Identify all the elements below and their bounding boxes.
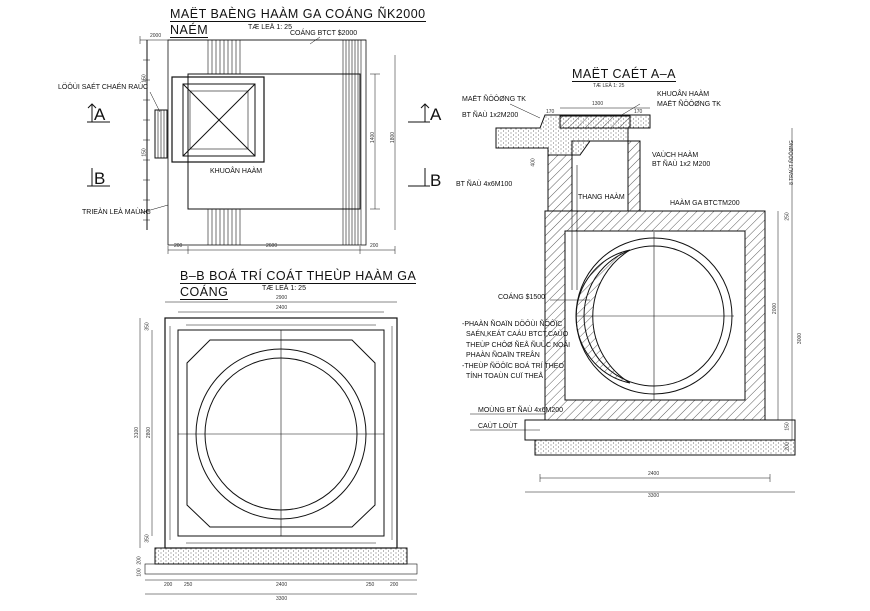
plan-title-line2: NAÉM xyxy=(170,23,209,38)
section-aa-title: MAËT CAÉT A–A xyxy=(572,67,676,82)
plan-dim-left-top: 150 xyxy=(141,74,148,83)
bb-dim-base2: 100 xyxy=(136,568,143,577)
plan-dim-top: 2000 xyxy=(150,33,162,39)
bb-dim-base1: 200 xyxy=(136,556,143,565)
bb-dim-left-bot: 350 xyxy=(144,534,151,543)
aa-label-sand: CAÙT LOÙT xyxy=(478,423,518,430)
aa-dim-small3: 200 xyxy=(784,442,791,451)
bb-dim-bottom1: 200 xyxy=(164,582,173,588)
aa-label-ladder: THANG HAÀM xyxy=(578,194,625,201)
aa-note-3: THEÙP CHÔØ ÑEÅ ÑUÙC NOÁI xyxy=(466,342,571,349)
aa-note-5: -THEÙP ÑÖÔÏC BOÁ TRÍ THEO xyxy=(462,363,564,370)
plan-label-frame: KHUOÂN HAÀM xyxy=(210,168,263,175)
aa-label-cover-frame: KHUOÂN HAÀM xyxy=(657,91,710,98)
bb-dim-bottom2: 250 xyxy=(184,582,193,588)
aa-dim-bottom2: 3300 xyxy=(648,493,660,499)
aa-label-wall: VAÙCH HAÀM xyxy=(652,152,699,159)
aa-note-6: TÍNH TOAÙN CUÏ THEÅ xyxy=(466,373,544,380)
bb-dim-bottom4: 250 xyxy=(366,582,375,588)
bb-dim-top-inner: 2400 xyxy=(276,305,288,311)
section-bb-title: B–B BOÁ TRÍ COÁT THEÙP HAÀM GA xyxy=(180,269,417,284)
plan-label-slope: TRIEÀN LEÀ MAÙNG xyxy=(82,209,151,216)
plan-dim-bottom-right: 200 xyxy=(370,243,379,249)
aa-dim-top3: 170 xyxy=(634,109,643,115)
aa-dim-small4: 400 xyxy=(530,158,537,167)
aa-note-1: -PHAÀN ÑOAÏN DÖÔÙI ÑÖÔÏC xyxy=(462,321,563,328)
plan-dim-right-all: 1800 xyxy=(390,131,397,144)
section-marker-a-right: A xyxy=(430,105,442,124)
bb-dim-left-total: 3100 xyxy=(134,426,141,439)
section-marker-b-left: B xyxy=(94,169,106,188)
aa-label-pipe: COÁNG $1500 xyxy=(498,294,546,301)
section-aa-view xyxy=(470,103,796,493)
aa-label-chamber: HAÀM GA BTCTM200 xyxy=(670,200,740,207)
section-bb-view xyxy=(139,301,418,595)
section-bb-scale: TÆ LEÄ 1: 25 xyxy=(262,285,306,292)
plan-label-grate: LÖÔÙI SAÉT CHAÉN RAÙC xyxy=(58,84,149,91)
aa-label-road-surface: MAËT ÑÖÔØNG TK xyxy=(462,96,526,103)
section-bb-title-line2: COÁNG xyxy=(180,285,229,300)
aa-dim-right-total: 3000 xyxy=(797,332,804,345)
plan-dim-bottom-left: 200 xyxy=(174,243,183,249)
bb-dim-top-outer: 2900 xyxy=(276,295,288,301)
plan-dim-right-mid: 1400 xyxy=(370,131,377,144)
aa-dim-right-top: 8 TRAÙT ÑÖÔØNG xyxy=(788,140,795,185)
aa-note-4: PHAÀN ÑOAÏN TREÂN xyxy=(466,352,540,359)
aa-note-2: SAÉN,KEÁT CAÁU BTCT,CAÙO xyxy=(466,331,569,338)
plan-title: MAËT BAÈNG HAÀM GA COÁNG ÑK2000 xyxy=(170,7,426,22)
plan-dim-left-bot: 150 xyxy=(141,148,148,157)
section-marker-a-left: A xyxy=(94,105,106,124)
aa-dim-small2: 150 xyxy=(784,422,791,431)
bb-dim-left-inner: 2800 xyxy=(146,426,153,439)
section-marker-b-right: B xyxy=(430,171,442,190)
aa-label-concrete-top: BT ÑAÙ 1x2M200 xyxy=(462,112,519,119)
aa-dim-wall-h: 2000 xyxy=(772,302,779,315)
bb-dim-bottom3: 2400 xyxy=(276,582,288,588)
bb-dim-bottom-total: 3300 xyxy=(276,596,288,602)
bb-dim-bottom5: 200 xyxy=(390,582,399,588)
section-aa-scale: TÆ LEÄ 1: 25 xyxy=(593,83,625,89)
plan-scale: TÆ LEÄ 1: 25 xyxy=(248,24,292,31)
aa-dim-top1: 1300 xyxy=(592,101,604,107)
aa-dim-top2: 170 xyxy=(546,109,555,115)
aa-label-footing: MOÙNG BT ÑAÙ 4x6M200 xyxy=(478,407,564,414)
aa-dim-bottom1: 2400 xyxy=(648,471,660,477)
plan-label-cover: COÁNG BTCT $2000 xyxy=(290,30,358,37)
plan-dim-bottom-mid: 2600 xyxy=(266,243,278,249)
aa-dim-small1: 250 xyxy=(784,212,791,221)
aa-label-base-left: BT ÑAÙ 4x6M100 xyxy=(456,181,513,188)
bb-dim-left-top: 350 xyxy=(144,322,151,331)
aa-label-road-surface2: MAËT ÑÖÔØNG TK xyxy=(657,101,721,108)
aa-label-wall-conc: BT ÑAÙ 1x2 M200 xyxy=(652,161,711,168)
plan-view xyxy=(87,36,430,254)
